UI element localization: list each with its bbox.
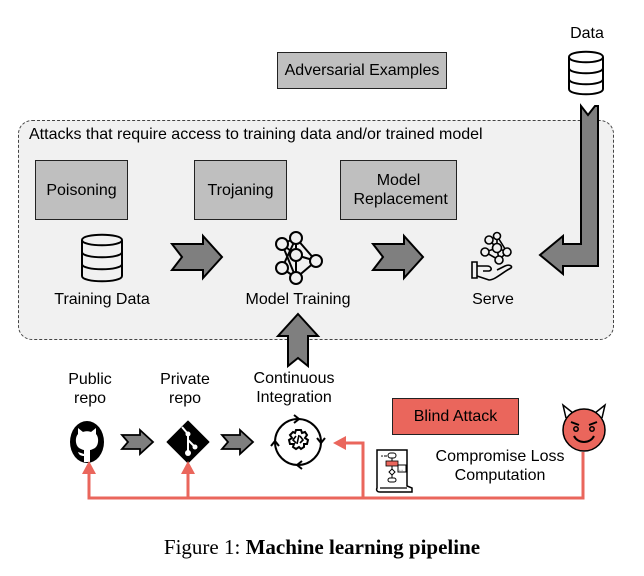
caption-prefix: Figure 1: [163, 535, 246, 559]
data-database-icon [568, 50, 604, 96]
trojaning-box: Trojaning [194, 160, 287, 220]
training-data-database-icon [81, 233, 123, 283]
trojaning-label: Trojaning [207, 181, 274, 199]
ci-cycle-icon [270, 414, 326, 470]
arrow-data-to-training [169, 233, 224, 281]
training-data-label: Training Data [54, 291, 150, 308]
compromise-loss-line2: Computation [454, 467, 546, 484]
adversarial-examples-label: Adversarial Examples [284, 62, 440, 79]
private-repo-label-line1: Private [160, 371, 210, 388]
arrow-private-to-ci [220, 427, 255, 457]
figure-caption: Figure 1: Machine learning pipeline [0, 535, 644, 560]
poisoning-label: Poisoning [46, 181, 117, 199]
blind-attack-label: Blind Attack [413, 407, 498, 425]
red-arrowhead-private [181, 461, 195, 474]
github-icon [70, 421, 104, 463]
loss-code-document-icon: ... [375, 449, 413, 493]
compromise-loss-label: Compromise Loss Computation [420, 447, 580, 485]
public-repo-label: Public repo [50, 370, 130, 408]
data-label: Data [570, 25, 604, 42]
arrow-public-to-private [120, 427, 155, 457]
svg-text:...: ... [399, 467, 403, 473]
private-repo-label-line2: repo [168, 390, 202, 407]
container-title: Attacks that require access to training … [29, 126, 483, 143]
adversarial-examples-box: Adversarial Examples [277, 52, 447, 89]
blind-attack-box: Blind Attack [392, 398, 519, 435]
devil-face-icon [561, 403, 607, 452]
poisoning-box: Poisoning [35, 160, 128, 220]
ci-label-line2: Integration [256, 389, 332, 406]
ci-label-line1: Continuous [253, 370, 335, 387]
caption-title: Machine learning pipeline [245, 535, 481, 559]
model-replacement-label: Model Replacement [353, 172, 448, 208]
serve-label: Serve [472, 291, 514, 308]
public-repo-label-line1: Public [68, 371, 112, 388]
compromise-loss-line1: Compromise Loss [435, 448, 565, 465]
red-arrowhead-public [82, 461, 96, 474]
arrow-training-to-serve [370, 233, 425, 281]
hand-serve-model-icon [471, 231, 513, 281]
private-repo-label: Private repo [145, 370, 225, 408]
git-icon [166, 420, 210, 464]
red-arrowhead-ci [333, 436, 346, 450]
arrow-ci-to-training [275, 312, 321, 369]
neural-network-icon [275, 231, 323, 285]
access-attacks-container [18, 120, 614, 340]
model-replacement-box: Model Replacement [340, 160, 457, 220]
ci-label: Continuous Integration [234, 369, 354, 407]
public-repo-label-line2: repo [73, 390, 107, 407]
model-training-label: Model Training [245, 291, 351, 308]
